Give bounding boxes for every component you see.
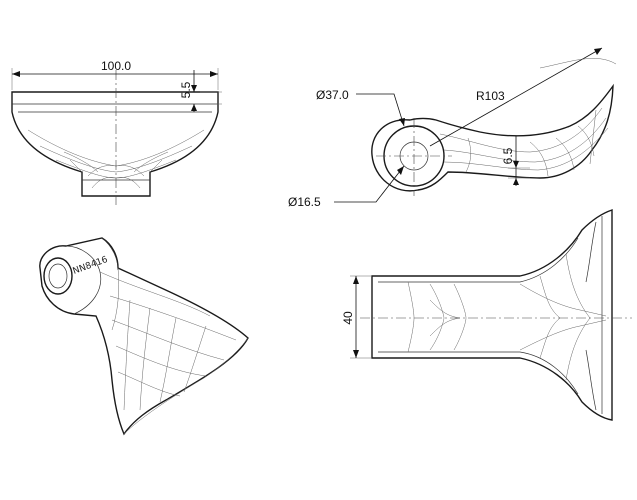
isometric-outline bbox=[39, 237, 249, 436]
pivot-diameter-label: Ø37.0 bbox=[316, 88, 349, 102]
top-view: R103 Ø37.0 Ø16.5 6.5 bbox=[288, 47, 617, 209]
isometric-view: NN8416 bbox=[39, 237, 249, 436]
radius-label: R103 bbox=[476, 89, 505, 103]
top-thickness-dimension: 5.5 bbox=[179, 70, 222, 112]
top-view-outline bbox=[371, 83, 614, 192]
width-dimension: 100.0 bbox=[11, 59, 219, 90]
radius-dimension: R103 bbox=[429, 47, 617, 147]
front-view-outline bbox=[11, 91, 219, 197]
pivot-diameter-dimension: Ø37.0 bbox=[316, 88, 405, 127]
isometric-hole bbox=[43, 257, 73, 295]
thickness-label: 6.5 bbox=[501, 147, 515, 164]
width-dimension-label: 100.0 bbox=[101, 59, 131, 73]
blade-width-dimension: 40 bbox=[341, 275, 372, 359]
hole-diameter-dimension: Ø16.5 bbox=[288, 165, 405, 209]
front-view: 100.0 5.5 bbox=[11, 59, 222, 205]
hole-diameter-label: Ø16.5 bbox=[288, 195, 321, 209]
top-thickness-label: 5.5 bbox=[179, 81, 193, 98]
side-view: 40 bbox=[341, 209, 632, 421]
blade-width-label: 40 bbox=[341, 311, 355, 325]
side-view-outline bbox=[371, 209, 613, 421]
thickness-dimension: 6.5 bbox=[501, 136, 530, 186]
